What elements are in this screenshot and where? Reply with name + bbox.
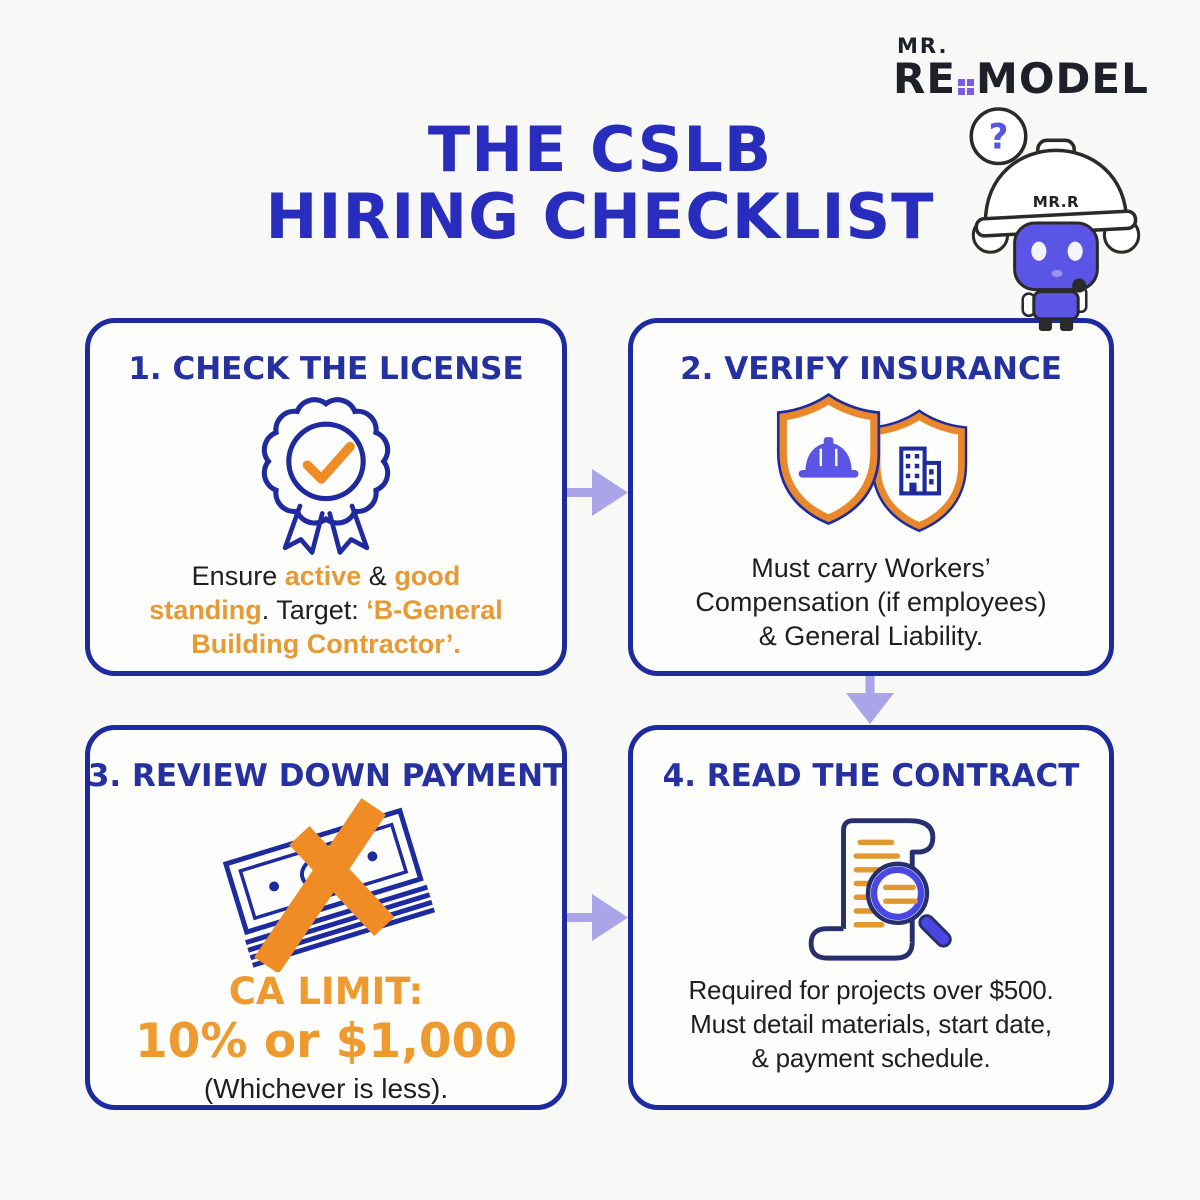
step-2-heading: 2. VERIFY INSURANCE xyxy=(680,351,1062,387)
brand-name-right: MODEL xyxy=(976,54,1149,103)
step-card-4: 4. READ THE CONTRACT xyxy=(628,725,1114,1110)
infographic-title: THE CSLB HIRING CHECKLIST xyxy=(0,116,1200,250)
step-4-heading: 4. READ THE CONTRACT xyxy=(662,758,1080,794)
title-line-1: THE CSLB xyxy=(427,113,773,186)
license-badge-icon xyxy=(251,387,401,559)
ca-limit-label: CA LIMIT: xyxy=(228,970,424,1013)
hat-label: MR.R xyxy=(1033,193,1079,211)
brand-name-left: RE xyxy=(893,54,957,103)
robot-glove xyxy=(1072,278,1087,293)
step-1-body: Ensure active & good standing. Target: ‘… xyxy=(149,561,503,659)
flow-arrow-down xyxy=(842,676,898,731)
hat-dome xyxy=(983,148,1129,225)
robot-vest xyxy=(1032,290,1080,321)
mascot-robot: ? MR.R xyxy=(950,104,1162,336)
step-4-body: Required for projects over $500. Must de… xyxy=(688,975,1054,1073)
step-3-heading: 3. REVIEW DOWN PAYMENT xyxy=(87,758,565,794)
step-1-heading: 1. CHECK THE LICENSE xyxy=(128,351,524,387)
mascot-robot-illustration: ? MR.R xyxy=(969,107,1141,331)
question-mark-icon: ? xyxy=(989,117,1009,157)
ca-limit-block: CA LIMIT: 10% or $1,000 (Whichever is le… xyxy=(134,970,518,1108)
robot-boot-right xyxy=(1060,318,1074,331)
flow-arrow-right-2 xyxy=(564,889,630,950)
robot-mouth xyxy=(1051,269,1063,277)
robot-face xyxy=(1013,221,1099,292)
step-card-2: 2. VERIFY INSURANCE xyxy=(628,318,1114,676)
ca-limit-value: 10% or $1,000 xyxy=(134,1013,518,1069)
brand-pre: MR. xyxy=(897,34,949,58)
robot-eye-left xyxy=(1031,241,1047,261)
step-card-1: 1. CHECK THE LICENSE Ensure active & goo… xyxy=(85,318,567,676)
brand-name: RE MODEL xyxy=(893,58,1149,100)
insurance-shields-icon xyxy=(755,387,987,551)
step-card-3: 3. REVIEW DOWN PAYMENT xyxy=(85,725,567,1110)
brand-logo: MR. RE MODEL xyxy=(893,34,1149,100)
flow-arrow-right-1 xyxy=(564,464,630,525)
contract-magnifier-icon xyxy=(787,794,955,973)
logo-window-icon xyxy=(958,79,975,95)
ca-limit-note: (Whichever is less). xyxy=(203,1073,449,1105)
thought-bubble xyxy=(969,107,1028,166)
robot-eye-right xyxy=(1067,241,1083,261)
crossed-money-icon xyxy=(212,794,440,972)
robot-boot-left xyxy=(1038,318,1052,331)
step-2-body: Must carry Workers’ Compensation (if emp… xyxy=(695,553,1047,651)
title-line-2: HIRING CHECKLIST xyxy=(265,180,935,253)
